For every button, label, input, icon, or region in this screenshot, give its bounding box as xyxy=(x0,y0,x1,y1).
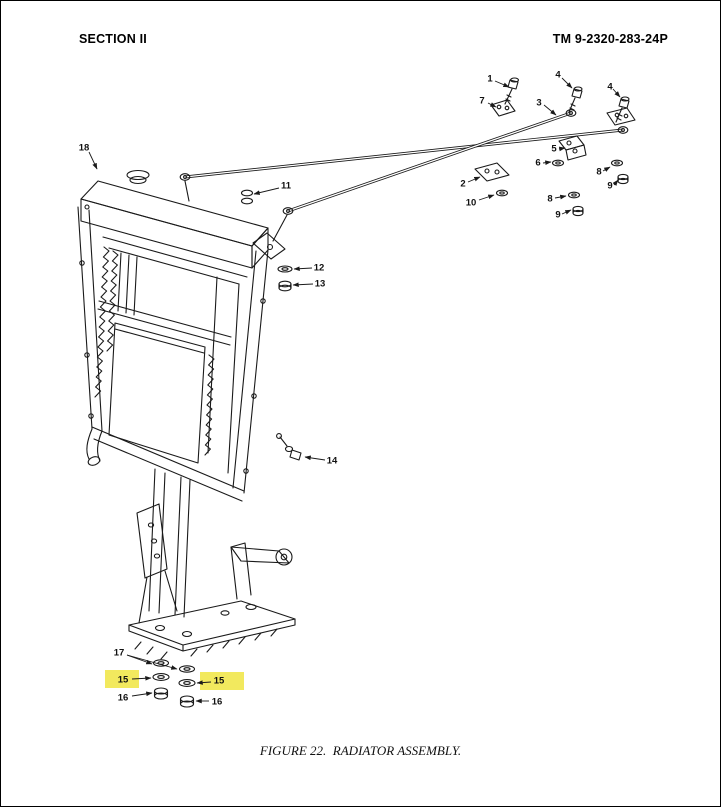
callout-16-right: 16 xyxy=(212,697,223,708)
callout-8a: 8 xyxy=(547,194,552,205)
callout-18: 18 xyxy=(79,143,90,154)
callout-4b: 4 xyxy=(607,82,613,93)
callout-highlights xyxy=(105,670,244,690)
callout-4a: 4 xyxy=(555,70,561,81)
callout-11: 11 xyxy=(281,181,292,192)
mounting-bracket xyxy=(128,468,296,708)
callout-14: 14 xyxy=(327,456,338,467)
callout-17: 17 xyxy=(114,648,125,659)
callout-3: 3 xyxy=(536,98,541,109)
section-heading: SECTION II xyxy=(79,32,147,46)
highlight-15-right xyxy=(200,672,244,690)
callout-15-right: 15 xyxy=(214,676,225,687)
leader-lines xyxy=(88,77,621,704)
callout-2: 2 xyxy=(460,179,465,190)
callout-6: 6 xyxy=(535,158,540,169)
side-hardware xyxy=(240,189,302,461)
tie-rods xyxy=(179,109,629,242)
callout-1: 1 xyxy=(487,74,493,85)
highlight-15-left xyxy=(105,670,139,688)
radiator-body xyxy=(77,169,269,502)
callout-12: 12 xyxy=(314,263,325,274)
callout-15-left: 15 xyxy=(118,675,129,686)
callout-labels: 1 7 3 4 4 5 6 2 10 8 9 8 9 11 12 13 14 1… xyxy=(79,70,614,708)
callout-8b: 8 xyxy=(596,167,601,178)
tm-number: TM 9-2320-283-24P xyxy=(552,32,668,46)
rod-end-eyes xyxy=(179,109,629,242)
callout-9b: 9 xyxy=(607,181,612,192)
callout-10: 10 xyxy=(466,198,477,209)
callout-5: 5 xyxy=(551,144,557,155)
callout-9a: 9 xyxy=(555,210,560,221)
callout-7a: 7 xyxy=(479,96,484,107)
page-header: SECTION II TM 9-2320-283-24P xyxy=(79,32,668,46)
callout-16-left: 16 xyxy=(118,693,129,704)
callout-13: 13 xyxy=(315,279,326,290)
figure-caption: FIGURE 22. RADIATOR ASSEMBLY. xyxy=(259,743,462,758)
hardware-cluster xyxy=(474,77,636,217)
